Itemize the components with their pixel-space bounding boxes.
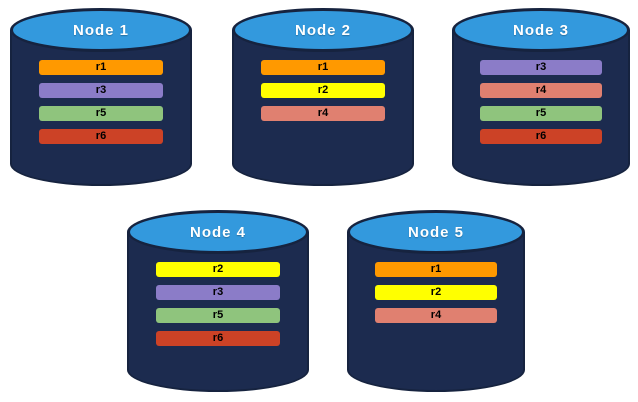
node-label: Node 2 <box>294 21 351 39</box>
record-bar-r1[interactable]: r1 <box>375 262 497 277</box>
node-label: Node 3 <box>512 21 569 39</box>
record-list: r3 r4 r5 r6 <box>452 60 630 144</box>
record-bar-r4[interactable]: r4 <box>261 106 385 121</box>
record-bar-r5[interactable]: r5 <box>156 308 280 323</box>
cylinder-top-ellipse: Node 4 <box>127 210 309 254</box>
record-list: r1 r2 r4 <box>347 262 525 323</box>
record-bar-r3[interactable]: r3 <box>156 285 280 300</box>
cylinder-top-ellipse: Node 3 <box>452 8 630 52</box>
database-node-4[interactable]: Node 4 r2 r3 r5 r6 <box>127 210 309 392</box>
cylinder-top-ellipse: Node 5 <box>347 210 525 254</box>
record-bar-r2[interactable]: r2 <box>375 285 497 300</box>
record-bar-r3[interactable]: r3 <box>480 60 602 75</box>
record-bar-r1[interactable]: r1 <box>261 60 385 75</box>
database-node-1[interactable]: Node 1 r1 r3 r5 r6 <box>10 8 192 186</box>
record-bar-r5[interactable]: r5 <box>39 106 163 121</box>
node-label: Node 1 <box>72 21 129 39</box>
record-bar-r6[interactable]: r6 <box>480 129 602 144</box>
cylinder-body <box>347 232 525 370</box>
record-bar-r1[interactable]: r1 <box>39 60 163 75</box>
record-list: r1 r3 r5 r6 <box>10 60 192 144</box>
record-bar-r4[interactable]: r4 <box>480 83 602 98</box>
record-bar-r4[interactable]: r4 <box>375 308 497 323</box>
cylinder-top-ellipse: Node 2 <box>232 8 414 52</box>
record-bar-r6[interactable]: r6 <box>39 129 163 144</box>
record-list: r1 r2 r4 <box>232 60 414 121</box>
record-bar-r2[interactable]: r2 <box>156 262 280 277</box>
database-node-3[interactable]: Node 3 r3 r4 r5 r6 <box>452 8 630 186</box>
record-bar-r2[interactable]: r2 <box>261 83 385 98</box>
record-list: r2 r3 r5 r6 <box>127 262 309 346</box>
cylinder-top-ellipse: Node 1 <box>10 8 192 52</box>
record-bar-r3[interactable]: r3 <box>39 83 163 98</box>
node-label: Node 5 <box>407 223 464 241</box>
database-node-2[interactable]: Node 2 r1 r2 r4 <box>232 8 414 186</box>
cylinder-body <box>127 232 309 370</box>
record-bar-r5[interactable]: r5 <box>480 106 602 121</box>
database-node-5[interactable]: Node 5 r1 r2 r4 <box>347 210 525 392</box>
record-bar-r6[interactable]: r6 <box>156 331 280 346</box>
node-label: Node 4 <box>189 223 246 241</box>
